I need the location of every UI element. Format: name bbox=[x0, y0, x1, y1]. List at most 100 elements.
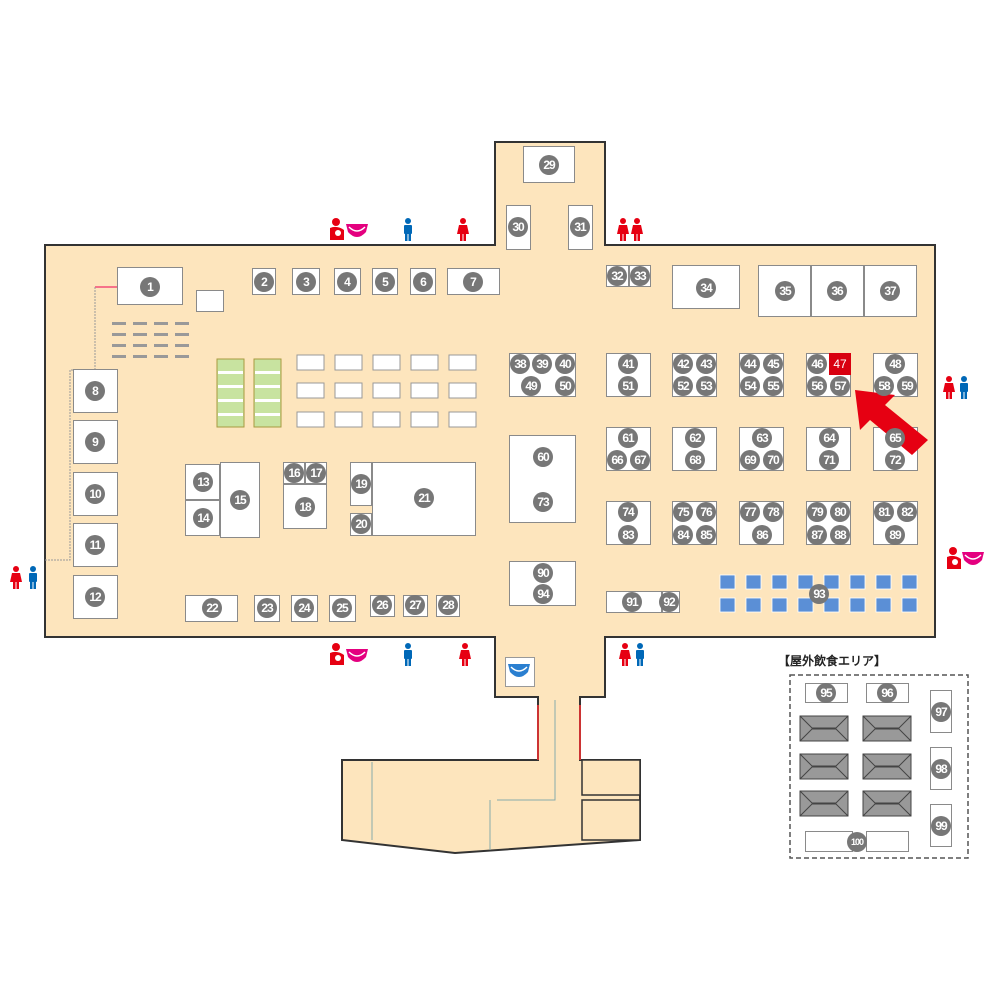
booth-32[interactable]: 32 bbox=[607, 266, 627, 286]
booth-11[interactable]: 11 bbox=[85, 535, 105, 555]
booth-68[interactable]: 68 bbox=[685, 450, 705, 470]
booth-26[interactable]: 26 bbox=[372, 595, 392, 615]
booth-91[interactable]: 91 bbox=[622, 592, 642, 612]
booth-2[interactable]: 2 bbox=[254, 272, 274, 292]
booth-74[interactable]: 74 bbox=[618, 502, 638, 522]
booth-56[interactable]: 56 bbox=[807, 376, 827, 396]
booth-51[interactable]: 51 bbox=[618, 376, 638, 396]
booth-78[interactable]: 78 bbox=[763, 502, 783, 522]
booth-66[interactable]: 66 bbox=[607, 450, 627, 470]
booth-24[interactable]: 24 bbox=[294, 598, 314, 618]
booth-80[interactable]: 80 bbox=[830, 502, 850, 522]
booth-79[interactable]: 79 bbox=[807, 502, 827, 522]
booth-22[interactable]: 22 bbox=[202, 598, 222, 618]
booth-25[interactable]: 25 bbox=[332, 598, 352, 618]
booth-97[interactable]: 97 bbox=[931, 702, 951, 722]
booth-17[interactable]: 17 bbox=[306, 463, 326, 483]
booth-31[interactable]: 31 bbox=[570, 217, 590, 237]
booth-12[interactable]: 12 bbox=[85, 587, 105, 607]
booth-82[interactable]: 82 bbox=[897, 502, 917, 522]
booth-39[interactable]: 39 bbox=[532, 354, 552, 374]
booth-42[interactable]: 42 bbox=[673, 354, 693, 374]
booth-19[interactable]: 19 bbox=[351, 474, 371, 494]
booth-5[interactable]: 5 bbox=[375, 272, 395, 292]
booth-33[interactable]: 33 bbox=[630, 266, 650, 286]
booth-63[interactable]: 63 bbox=[752, 428, 772, 448]
booth-20[interactable]: 20 bbox=[351, 514, 371, 534]
booth-9[interactable]: 9 bbox=[85, 432, 105, 452]
booth-13[interactable]: 13 bbox=[193, 472, 213, 492]
booth-3[interactable]: 3 bbox=[296, 272, 316, 292]
booth-58[interactable]: 58 bbox=[874, 376, 894, 396]
booth-1[interactable]: 1 bbox=[140, 277, 160, 297]
booth-93[interactable]: 93 bbox=[809, 584, 829, 604]
booth-36[interactable]: 36 bbox=[827, 281, 847, 301]
booth-85[interactable]: 85 bbox=[696, 525, 716, 545]
booth-55[interactable]: 55 bbox=[763, 376, 783, 396]
booth-90[interactable]: 90 bbox=[533, 563, 553, 583]
booth-8[interactable]: 8 bbox=[85, 381, 105, 401]
booth-86[interactable]: 86 bbox=[752, 525, 772, 545]
booth-100[interactable]: 100 bbox=[847, 832, 867, 852]
booth-96[interactable]: 96 bbox=[877, 683, 897, 703]
booth-70[interactable]: 70 bbox=[763, 450, 783, 470]
booth-53[interactable]: 53 bbox=[696, 376, 716, 396]
booth-89[interactable]: 89 bbox=[885, 525, 905, 545]
booth-41[interactable]: 41 bbox=[618, 354, 638, 374]
booth-99[interactable]: 99 bbox=[931, 816, 951, 836]
booth-29[interactable]: 29 bbox=[539, 155, 559, 175]
booth-37[interactable]: 37 bbox=[880, 281, 900, 301]
booth-65[interactable]: 65 bbox=[885, 428, 905, 448]
booth-46[interactable]: 46 bbox=[807, 354, 827, 374]
highlighted-booth-47[interactable]: 47 bbox=[829, 353, 851, 375]
booth-10[interactable]: 10 bbox=[85, 484, 105, 504]
booth-83[interactable]: 83 bbox=[618, 525, 638, 545]
booth-95[interactable]: 95 bbox=[816, 683, 836, 703]
booth-45[interactable]: 45 bbox=[763, 354, 783, 374]
booth-4[interactable]: 4 bbox=[337, 272, 357, 292]
booth-76[interactable]: 76 bbox=[696, 502, 716, 522]
booth-48[interactable]: 48 bbox=[885, 354, 905, 374]
booth-75[interactable]: 75 bbox=[673, 502, 693, 522]
booth-62[interactable]: 62 bbox=[685, 428, 705, 448]
booth-77[interactable]: 77 bbox=[740, 502, 760, 522]
booth-14[interactable]: 14 bbox=[193, 508, 213, 528]
booth-87[interactable]: 87 bbox=[807, 525, 827, 545]
booth-43[interactable]: 43 bbox=[696, 354, 716, 374]
booth-57[interactable]: 57 bbox=[830, 376, 850, 396]
booth-54[interactable]: 54 bbox=[740, 376, 760, 396]
booth-28[interactable]: 28 bbox=[438, 595, 458, 615]
booth-40[interactable]: 40 bbox=[555, 354, 575, 374]
booth-88[interactable]: 88 bbox=[830, 525, 850, 545]
booth-98[interactable]: 98 bbox=[931, 759, 951, 779]
booth-72[interactable]: 72 bbox=[885, 450, 905, 470]
booth-73[interactable]: 73 bbox=[533, 492, 553, 512]
booth-7[interactable]: 7 bbox=[463, 272, 483, 292]
booth-61[interactable]: 61 bbox=[618, 428, 638, 448]
booth-18[interactable]: 18 bbox=[295, 497, 315, 517]
booth-16[interactable]: 16 bbox=[284, 463, 304, 483]
booth-30[interactable]: 30 bbox=[508, 217, 528, 237]
booth-81[interactable]: 81 bbox=[874, 502, 894, 522]
booth-71[interactable]: 71 bbox=[819, 450, 839, 470]
booth-50[interactable]: 50 bbox=[555, 376, 575, 396]
booth-49[interactable]: 49 bbox=[521, 376, 541, 396]
booth-15[interactable]: 15 bbox=[230, 490, 250, 510]
booth-6[interactable]: 6 bbox=[413, 272, 433, 292]
booth-67[interactable]: 67 bbox=[630, 450, 650, 470]
booth-92[interactable]: 92 bbox=[659, 592, 679, 612]
booth-59[interactable]: 59 bbox=[897, 376, 917, 396]
booth-69[interactable]: 69 bbox=[740, 450, 760, 470]
booth-60[interactable]: 60 bbox=[533, 447, 553, 467]
booth-34[interactable]: 34 bbox=[696, 278, 716, 298]
booth-84[interactable]: 84 bbox=[673, 525, 693, 545]
booth-38[interactable]: 38 bbox=[510, 354, 530, 374]
booth-44[interactable]: 44 bbox=[740, 354, 760, 374]
booth-23[interactable]: 23 bbox=[257, 598, 277, 618]
booth-64[interactable]: 64 bbox=[819, 428, 839, 448]
booth-52[interactable]: 52 bbox=[673, 376, 693, 396]
booth-94[interactable]: 94 bbox=[533, 584, 553, 604]
booth-21[interactable]: 21 bbox=[414, 488, 434, 508]
booth-27[interactable]: 27 bbox=[405, 595, 425, 615]
booth-35[interactable]: 35 bbox=[775, 281, 795, 301]
